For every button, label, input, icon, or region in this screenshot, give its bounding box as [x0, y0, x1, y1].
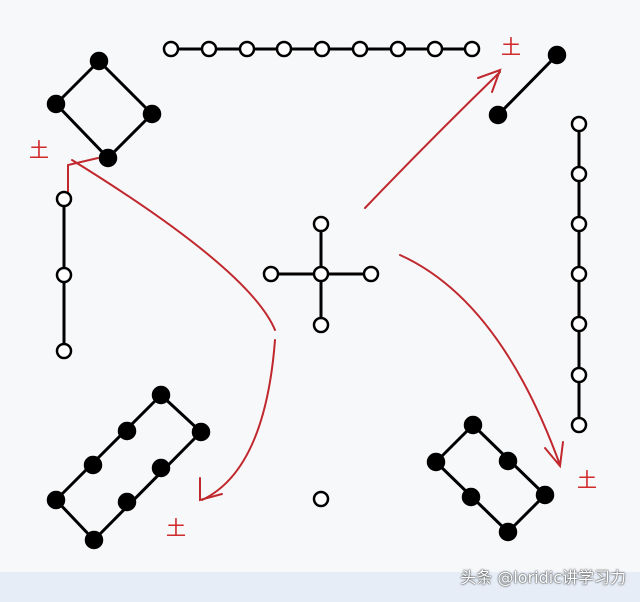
solid-dot — [498, 522, 518, 542]
solid-dot — [46, 94, 66, 114]
watermark: 头条 @loridic讲学习力 — [460, 568, 626, 587]
open-dot — [426, 40, 444, 58]
open-dot — [570, 315, 588, 333]
open-dot — [351, 40, 369, 58]
open-dot — [570, 265, 588, 283]
open-dot — [570, 366, 588, 384]
open-dot — [55, 342, 73, 360]
solid-dot — [142, 104, 162, 124]
solid-dot — [191, 422, 211, 442]
solid-dot — [461, 487, 481, 507]
open-dot — [238, 40, 256, 58]
rect-edge — [92, 430, 203, 542]
earth-label-bottom-right: 土 — [577, 468, 597, 492]
earth-label-top-right: 土 — [501, 35, 521, 59]
open-dot — [570, 215, 588, 233]
arrow-center-to-top-left — [71, 159, 276, 331]
footer-strip — [0, 572, 640, 602]
earth-label-bottom-left: 土 — [166, 516, 186, 540]
arrow-center-to-top-right — [364, 71, 501, 209]
solid-dot — [89, 51, 109, 71]
solid-dot — [535, 485, 555, 505]
diamond-edge — [54, 59, 101, 106]
open-dot — [389, 40, 407, 58]
arrowhead-bottom-right — [544, 441, 564, 469]
diamond-edge — [97, 59, 154, 116]
open-dot — [570, 416, 588, 434]
open-dot — [275, 40, 293, 58]
solid-dot — [98, 148, 118, 168]
solid-dot — [547, 45, 567, 65]
arrowhead-top-right — [477, 68, 502, 93]
open-dot — [55, 190, 73, 208]
pair-line — [496, 53, 559, 117]
open-dot — [200, 40, 218, 58]
solid-dot — [151, 385, 171, 405]
open-dot — [463, 40, 481, 58]
solid-dot — [83, 455, 103, 475]
solid-dot — [117, 421, 137, 441]
open-dot — [570, 165, 588, 183]
open-dot — [570, 115, 588, 133]
arrowhead-top-left — [67, 157, 99, 196]
arrow-center-to-bottom-right — [399, 254, 561, 466]
solid-dot — [84, 530, 104, 550]
diamond-edge — [106, 112, 154, 160]
open-dot — [162, 40, 180, 58]
solid-dot — [151, 458, 171, 478]
arrow-center-to-bottom-left — [201, 339, 276, 501]
solid-dot — [117, 492, 137, 512]
earth-label-top-left: 土 — [29, 138, 49, 162]
arrowhead-bottom-left — [199, 477, 223, 502]
solid-dot — [46, 490, 66, 510]
rect-edge — [54, 393, 163, 502]
open-dot — [312, 265, 330, 283]
open-dot — [312, 490, 330, 508]
diamond-edge — [54, 102, 110, 160]
solid-dot — [488, 105, 508, 125]
solid-dot — [498, 451, 518, 471]
solid-dot — [426, 452, 446, 472]
open-dot — [313, 40, 331, 58]
open-dot — [362, 265, 380, 283]
open-dot — [312, 316, 330, 334]
open-dot — [262, 265, 280, 283]
open-dot — [55, 266, 73, 284]
solid-dot — [463, 415, 483, 435]
open-dot — [312, 215, 330, 233]
